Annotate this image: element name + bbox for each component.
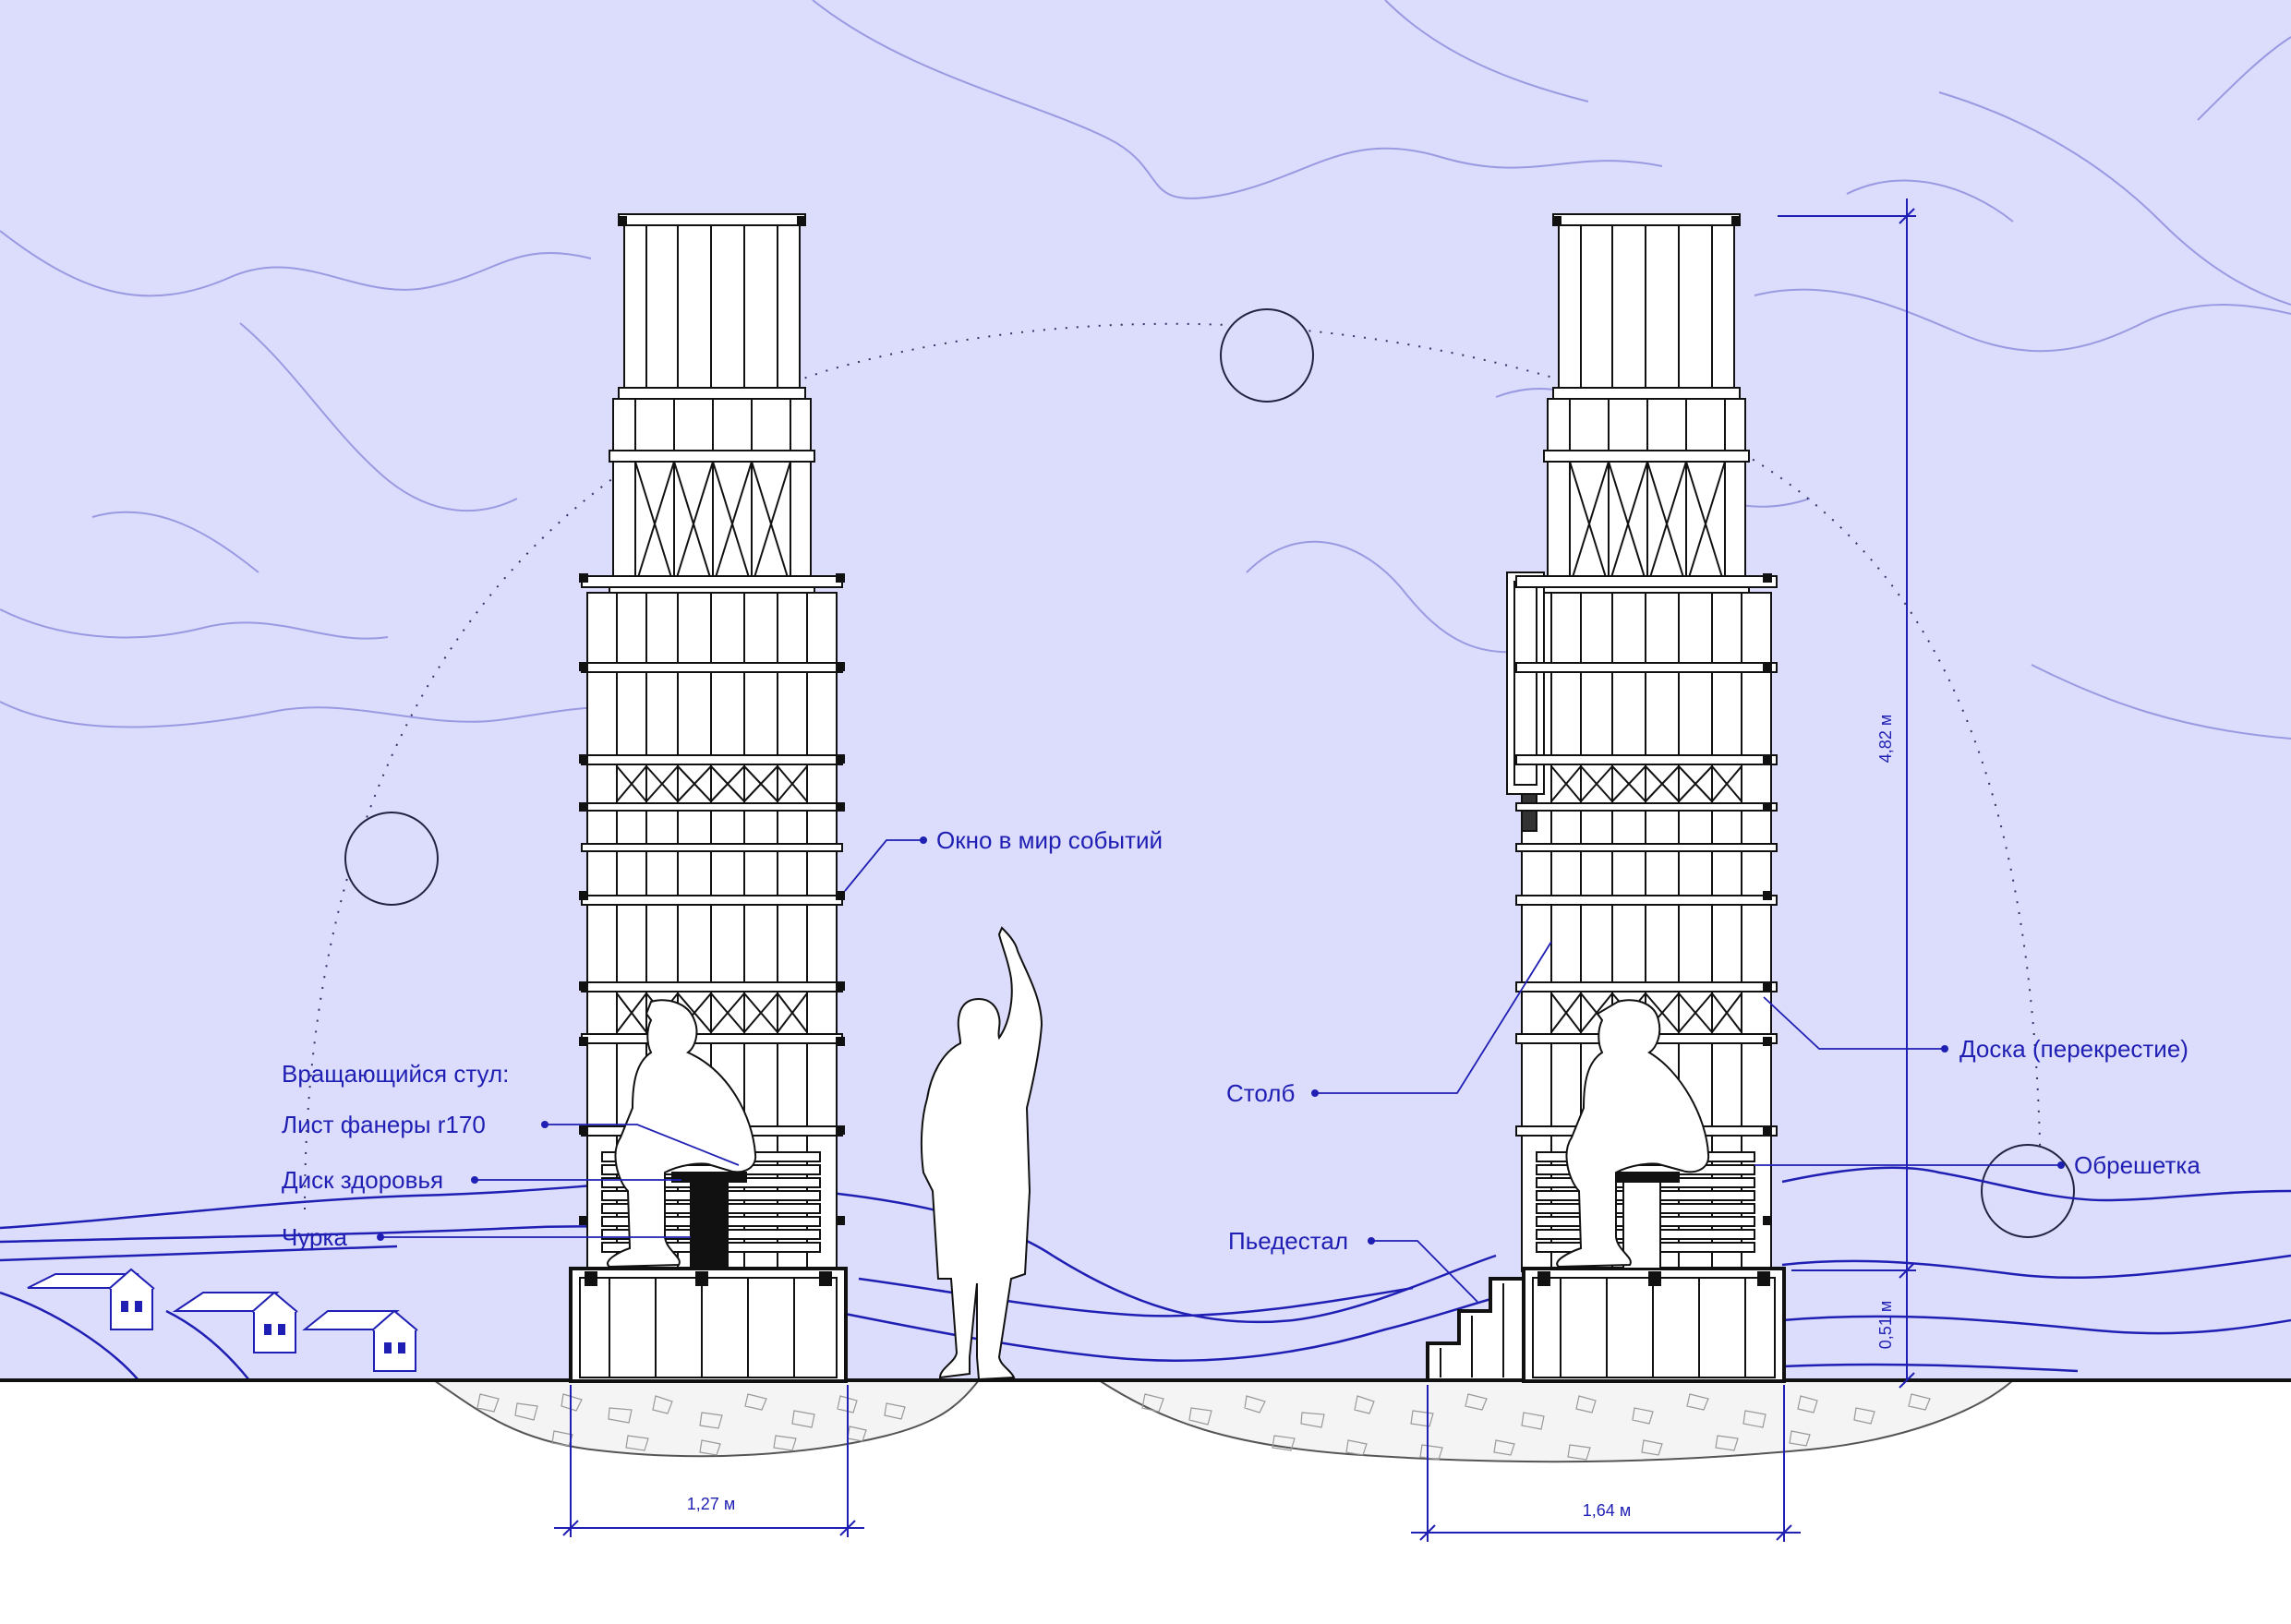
dimension-lines [554,198,1916,1542]
callout-dots [377,836,2065,1245]
callout-lines [380,839,2061,1303]
house-icon [27,1268,155,1330]
health-disk [671,1172,747,1183]
sun-icon [1220,308,1314,403]
person-silhouette [920,926,1043,1381]
sun-icon [344,812,439,906]
label-health-disk: Диск здоровья [282,1166,443,1194]
label-pillar: Столб [1226,1079,1295,1107]
right-tower [1426,213,1786,1383]
house-icon [302,1309,418,1372]
gravel-texture [476,1393,1931,1461]
dimension-total-height: 4,82 м [1876,715,1895,763]
dimension-left-width: 1,27 м [687,1495,735,1513]
left-tower [569,213,848,1383]
label-rotating-chair: Вращающийся стул: [282,1060,509,1088]
dimension-right-width: 1,64 м [1583,1501,1631,1520]
dimension-pedestal-height: 0,51 м [1876,1301,1895,1349]
sky-background [0,0,2291,1380]
person-silhouette [1556,999,1710,1269]
label-plywood: Лист фанеры r170 [282,1111,486,1138]
label-pedestal: Пьедестал [1228,1227,1348,1255]
label-board: Доска (перекрестие) [1959,1035,2189,1063]
houses [27,1268,418,1372]
label-window: Окно в мир событий [936,826,1163,854]
house-icon [172,1291,298,1353]
label-churka: Чурка [282,1223,347,1251]
label-lathing: Обрешетка [2074,1151,2201,1179]
stairs [1426,1277,1525,1382]
churka [690,1177,729,1269]
